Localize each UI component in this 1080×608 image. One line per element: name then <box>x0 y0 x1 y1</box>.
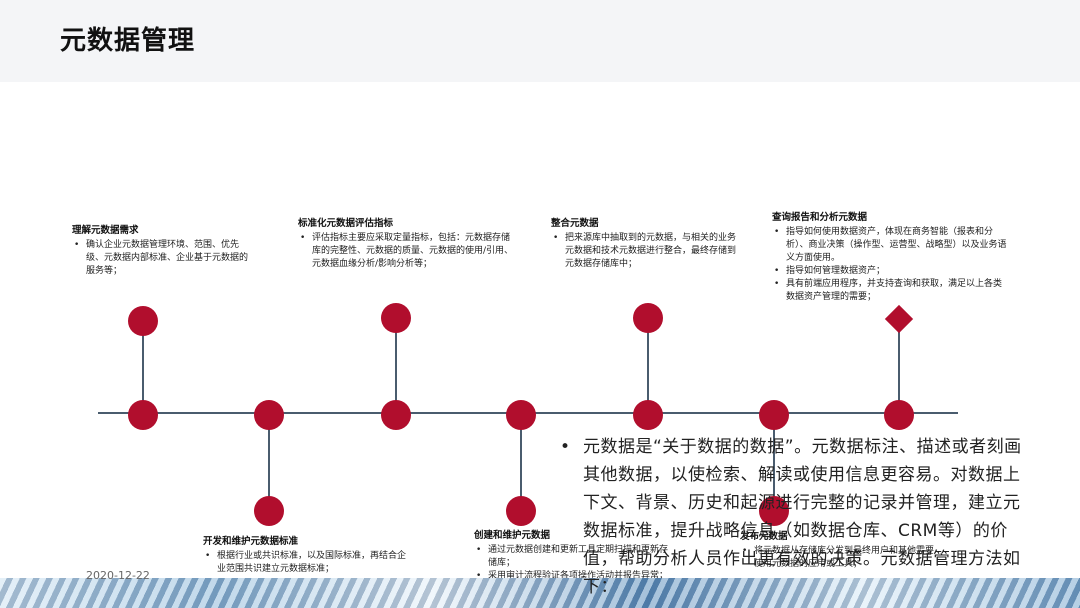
footer-image-band <box>0 578 1080 608</box>
stage-block-6: 发布元数据 将元数据从存储库分发到最终用户和其他需要使用元数据的应用或工具； <box>740 530 940 571</box>
stage-item: 评估指标主要应采取定量指标，包括：元数据存储库的完整性、元数据的质量、元数据的使… <box>300 232 516 271</box>
marker-circle-2 <box>254 496 284 526</box>
stage-block-3: 标准化元数据评估指标 评估指标主要应采取定量指标，包括：元数据存储库的完整性、元… <box>298 217 516 271</box>
timeline-node-7 <box>884 400 914 430</box>
footer-date: 2020-12-22 <box>86 569 150 582</box>
stage-title: 理解元数据需求 <box>72 225 139 236</box>
timeline-node-6 <box>759 400 789 430</box>
description-text: 元数据是“关于数据的数据”。元数据标注、描述或者刻画其他数据，以使检索、解读或使… <box>583 437 1022 597</box>
stage-item: 具有前端应用程序，并支持查询和获取，满足以上各类数据资产管理的需要； <box>774 278 1010 304</box>
timeline-node-3 <box>381 400 411 430</box>
description-paragraph: • 元数据是“关于数据的数据”。元数据标注、描述或者刻画其他数据，以使检索、解读… <box>560 433 1030 601</box>
connector-6 <box>773 414 775 511</box>
connector-7 <box>898 320 900 414</box>
stage-title: 开发和维护元数据标准 <box>203 536 299 547</box>
stage-block-2: 开发和维护元数据标准 根据行业或共识标准，以及国际标准，再结合企业范围共识建立元… <box>203 535 413 576</box>
stage-title: 发布元数据 <box>740 531 788 542</box>
marker-circle-3 <box>381 303 411 333</box>
stage-item: 采用审计流程验证各项操作活动并报告异常； <box>476 570 674 583</box>
connector-4 <box>520 414 522 511</box>
timeline-node-2 <box>254 400 284 430</box>
marker-circle-4 <box>506 496 536 526</box>
marker-diamond-7 <box>884 304 914 334</box>
stage-item: 确认企业元数据管理环境、范围、优先级、元数据内部标准、企业基于元数据的服务等； <box>74 239 252 278</box>
timeline-node-5 <box>633 400 663 430</box>
timeline-node-4 <box>506 400 536 430</box>
marker-circle-5 <box>633 303 663 333</box>
stage-title: 查询报告和分析元数据 <box>772 212 868 223</box>
connector-3 <box>395 318 397 414</box>
page-title: 元数据管理 <box>60 26 196 56</box>
marker-circle-1 <box>128 306 158 336</box>
stage-block-1: 理解元数据需求 确认企业元数据管理环境、范围、优先级、元数据内部标准、企业基于元… <box>72 224 252 278</box>
stage-block-5: 整合元数据 把来源库中抽取到的元数据，与相关的业务元数据和技术元数据进行整合，最… <box>551 217 741 271</box>
stage-item: 指导如何管理数据资产； <box>774 265 1010 278</box>
bullet-icon: • <box>560 437 571 457</box>
marker-circle-6 <box>759 496 789 526</box>
stage-block-7: 查询报告和分析元数据 指导如何使用数据资产，体现在商务智能（报表和分析）、商业决… <box>772 211 1010 304</box>
stage-item: 把来源库中抽取到的元数据，与相关的业务元数据和技术元数据进行整合，最终存储到元数… <box>553 232 741 271</box>
stage-title: 创建和维护元数据 <box>474 530 551 541</box>
stage-block-4: 创建和维护元数据 通过元数据创建和更新工具定期扫描和更新存储库； 采用审计流程验… <box>474 529 674 583</box>
stage-item: 将元数据从存储库分发到最终用户和其他需要使用元数据的应用或工具； <box>742 545 940 571</box>
timeline-node-1 <box>128 400 158 430</box>
stage-item: 指导如何使用数据资产，体现在商务智能（报表和分析）、商业决策（操作型、运营型、战… <box>774 226 1010 265</box>
connector-5 <box>647 318 649 414</box>
connector-1 <box>142 321 144 414</box>
header-bar: 元数据管理 <box>0 0 1080 82</box>
stage-item: 根据行业或共识标准，以及国际标准，再结合企业范围共识建立元数据标准； <box>205 550 413 576</box>
stage-title: 整合元数据 <box>551 218 599 229</box>
stage-item: 通过元数据创建和更新工具定期扫描和更新存储库； <box>476 544 674 570</box>
connector-2 <box>268 414 270 511</box>
stage-title: 标准化元数据评估指标 <box>298 218 394 229</box>
